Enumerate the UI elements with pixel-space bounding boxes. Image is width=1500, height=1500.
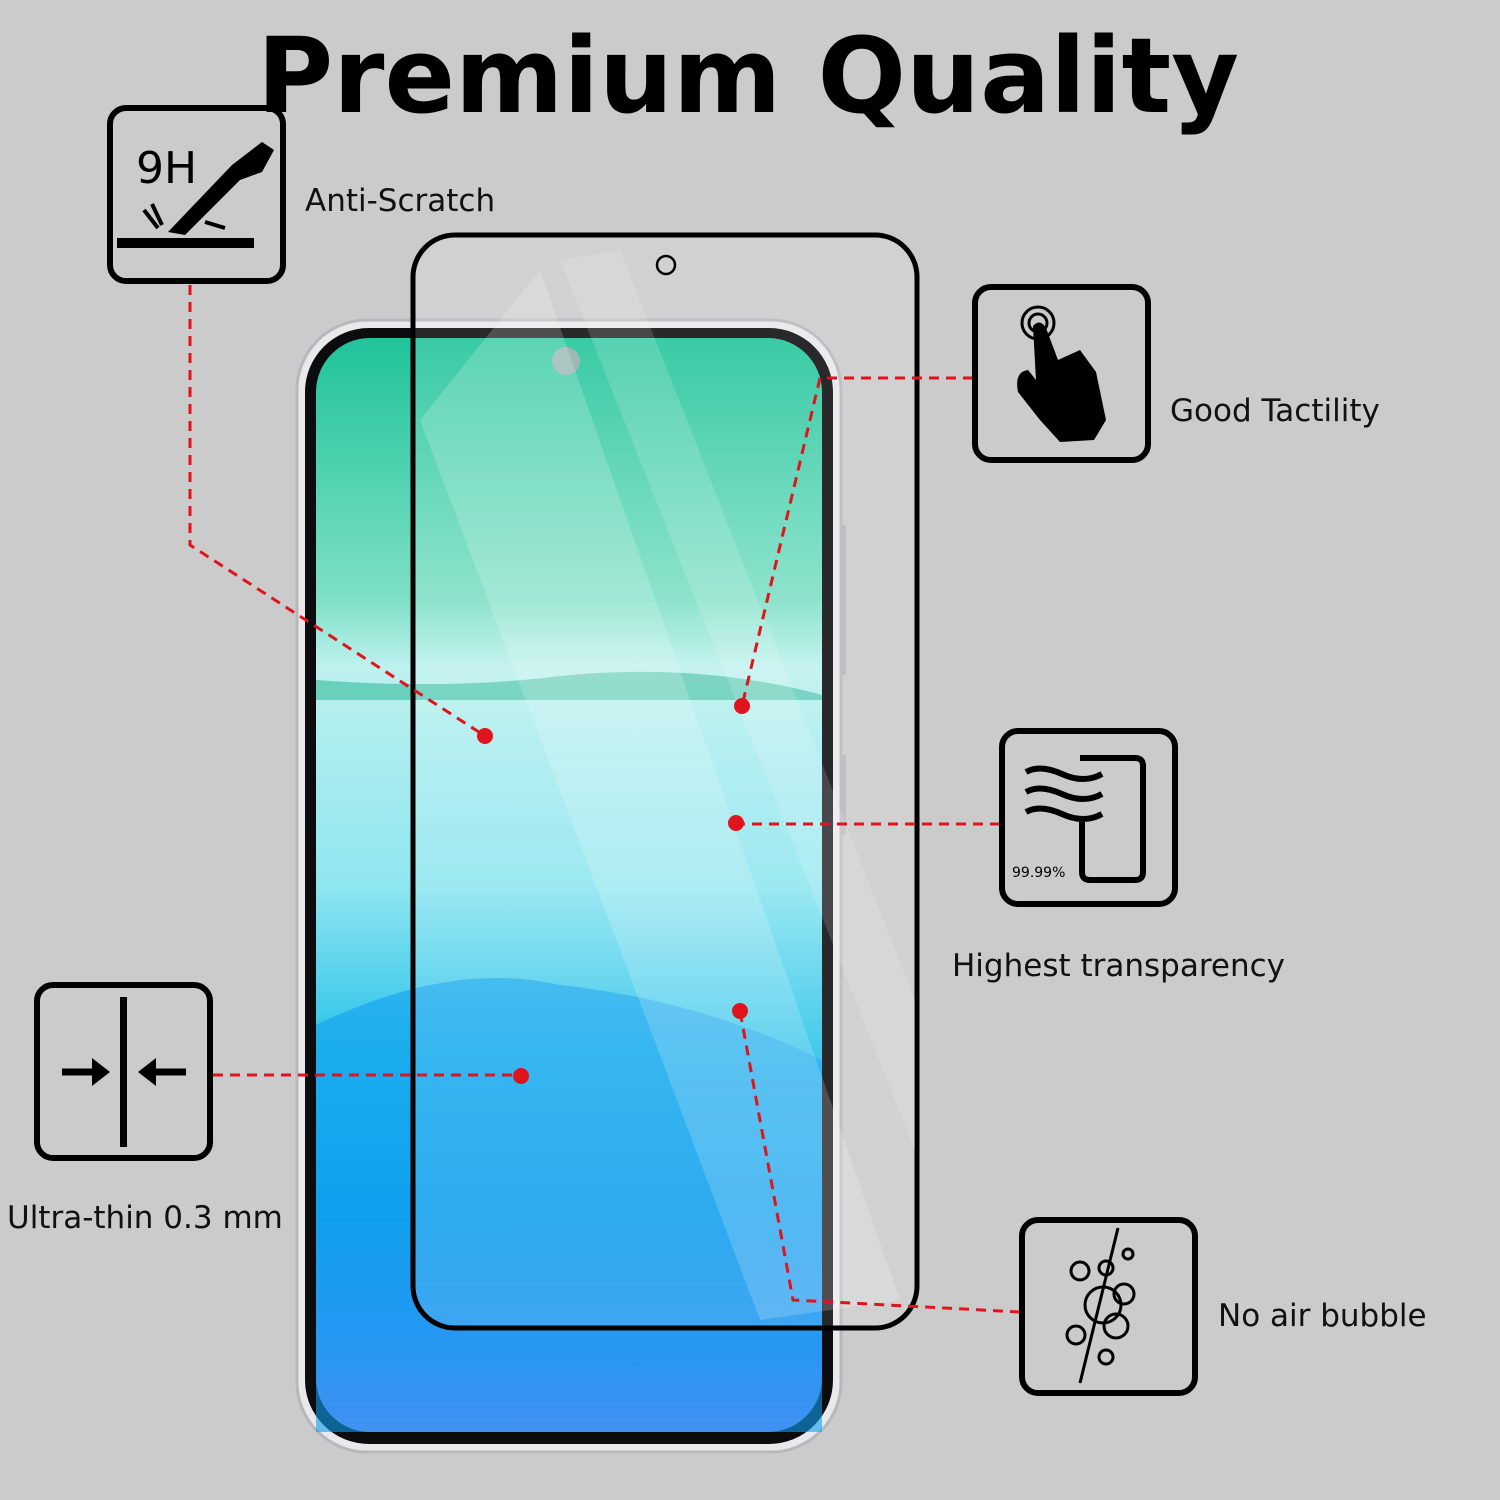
- svg-text:9H: 9H: [136, 143, 197, 194]
- ultra-thin-label: Ultra-thin 0.3 mm: [7, 1200, 283, 1236]
- anti-scratch-label: Anti-Scratch: [305, 183, 495, 219]
- knife-scratch-icon: 9H: [117, 142, 274, 248]
- transparency-label: Highest transparency: [952, 948, 1285, 984]
- tactility-label: Good Tactility: [1170, 393, 1380, 429]
- thin-arrows-icon: [62, 997, 186, 1147]
- phone-illustration: [295, 318, 846, 1454]
- page-title: Premium Quality: [257, 15, 1239, 137]
- feature-no-air-bubble: No air bubble: [1019, 1217, 1427, 1396]
- screen-protector-outline: [410, 232, 920, 1331]
- feature-tactility: Good Tactility: [972, 284, 1380, 463]
- feature-transparency: 99.99% Highest transparency: [952, 728, 1285, 984]
- leader-lines: [188, 285, 1021, 1314]
- feature-ultra-thin: Ultra-thin 0.3 mm: [7, 982, 283, 1236]
- feature-anti-scratch: 9H Anti-Scratch: [107, 105, 495, 284]
- bubbles-icon: [1065, 1227, 1136, 1384]
- transparency-phone-icon: 99.99%: [1012, 755, 1146, 883]
- svg-text:99.99%: 99.99%: [1012, 865, 1065, 881]
- no-bubble-label: No air bubble: [1218, 1298, 1427, 1334]
- touch-hand-icon: [1017, 305, 1106, 442]
